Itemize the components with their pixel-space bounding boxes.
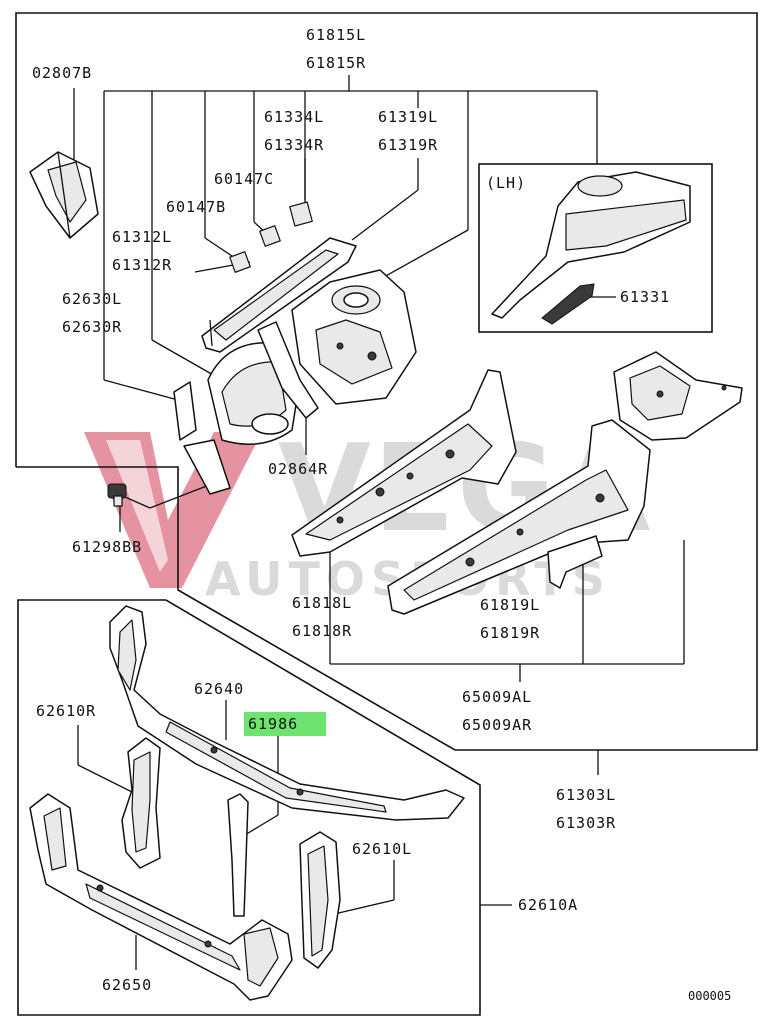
lower-assembly-frame [17, 599, 481, 1016]
label-62610l[interactable]: 62610L [352, 840, 412, 858]
part-61319-strut-tower [291, 269, 417, 405]
part-61819-side-member [387, 419, 651, 615]
label-60147c[interactable]: 60147C [214, 170, 274, 188]
clip-60147b [229, 251, 251, 273]
label-61818r[interactable]: 61818R [292, 622, 352, 640]
label-62650[interactable]: 62650 [102, 976, 152, 994]
label-61331[interactable]: 61331 [620, 288, 670, 306]
part-65009a-tower [613, 351, 743, 441]
part-61298bb-bolt [107, 483, 127, 507]
label-61334r[interactable]: 61334R [264, 136, 324, 154]
label-65009ar[interactable]: 65009AR [462, 716, 532, 734]
lh-inset-frame [478, 163, 713, 333]
main-upper-frame [15, 12, 758, 751]
label-61334l[interactable]: 61334L [264, 108, 324, 126]
label-61319l[interactable]: 61319L [378, 108, 438, 126]
part-lh-inset-member [491, 171, 691, 325]
label-61319r[interactable]: 61319R [378, 136, 438, 154]
label-61819r[interactable]: 61819R [480, 624, 540, 642]
part-02807b-bracket [29, 151, 99, 239]
label-62610a[interactable]: 62610A [518, 896, 578, 914]
diagram-code: 000005 [688, 989, 731, 1003]
part-labels: 02807B 61815L 61815R 61334L 61334R 61319… [32, 26, 731, 1003]
clip-61334 [289, 201, 313, 227]
part-61818-side-member [291, 369, 517, 557]
label-61312r[interactable]: 61312R [112, 256, 172, 274]
label-61303l[interactable]: 61303L [556, 786, 616, 804]
part-drawings [29, 151, 743, 1001]
highlight-61986 [244, 712, 326, 736]
label-61303r[interactable]: 61303R [556, 814, 616, 832]
label-61298bb[interactable]: 61298BB [72, 538, 142, 556]
label-61815r[interactable]: 61815R [306, 54, 366, 72]
label-lh: (LH) [486, 174, 526, 192]
part-62640-upper-support [109, 605, 465, 821]
label-02807b[interactable]: 02807B [32, 64, 92, 82]
part-61312-upper-rail [201, 237, 357, 353]
label-61815l[interactable]: 61815L [306, 26, 366, 44]
label-62610r[interactable]: 62610R [36, 702, 96, 720]
label-61818l[interactable]: 61818L [292, 594, 352, 612]
label-60147b[interactable]: 60147B [166, 198, 226, 216]
label-61819l[interactable]: 61819L [480, 596, 540, 614]
clip-60147c [259, 225, 281, 247]
frames [15, 12, 758, 1016]
label-62630l[interactable]: 62630L [62, 290, 122, 308]
label-65009al[interactable]: 65009AL [462, 688, 532, 706]
label-02864r[interactable]: 02864R [268, 460, 328, 478]
label-62640[interactable]: 62640 [194, 680, 244, 698]
part-61986-bracket [227, 793, 249, 917]
label-61312l[interactable]: 61312L [112, 228, 172, 246]
label-61986[interactable]: 61986 [248, 715, 298, 733]
part-62650-lower-support [29, 793, 293, 1001]
label-62630r[interactable]: 62630R [62, 318, 122, 336]
part-02864r-bracket [257, 321, 319, 419]
